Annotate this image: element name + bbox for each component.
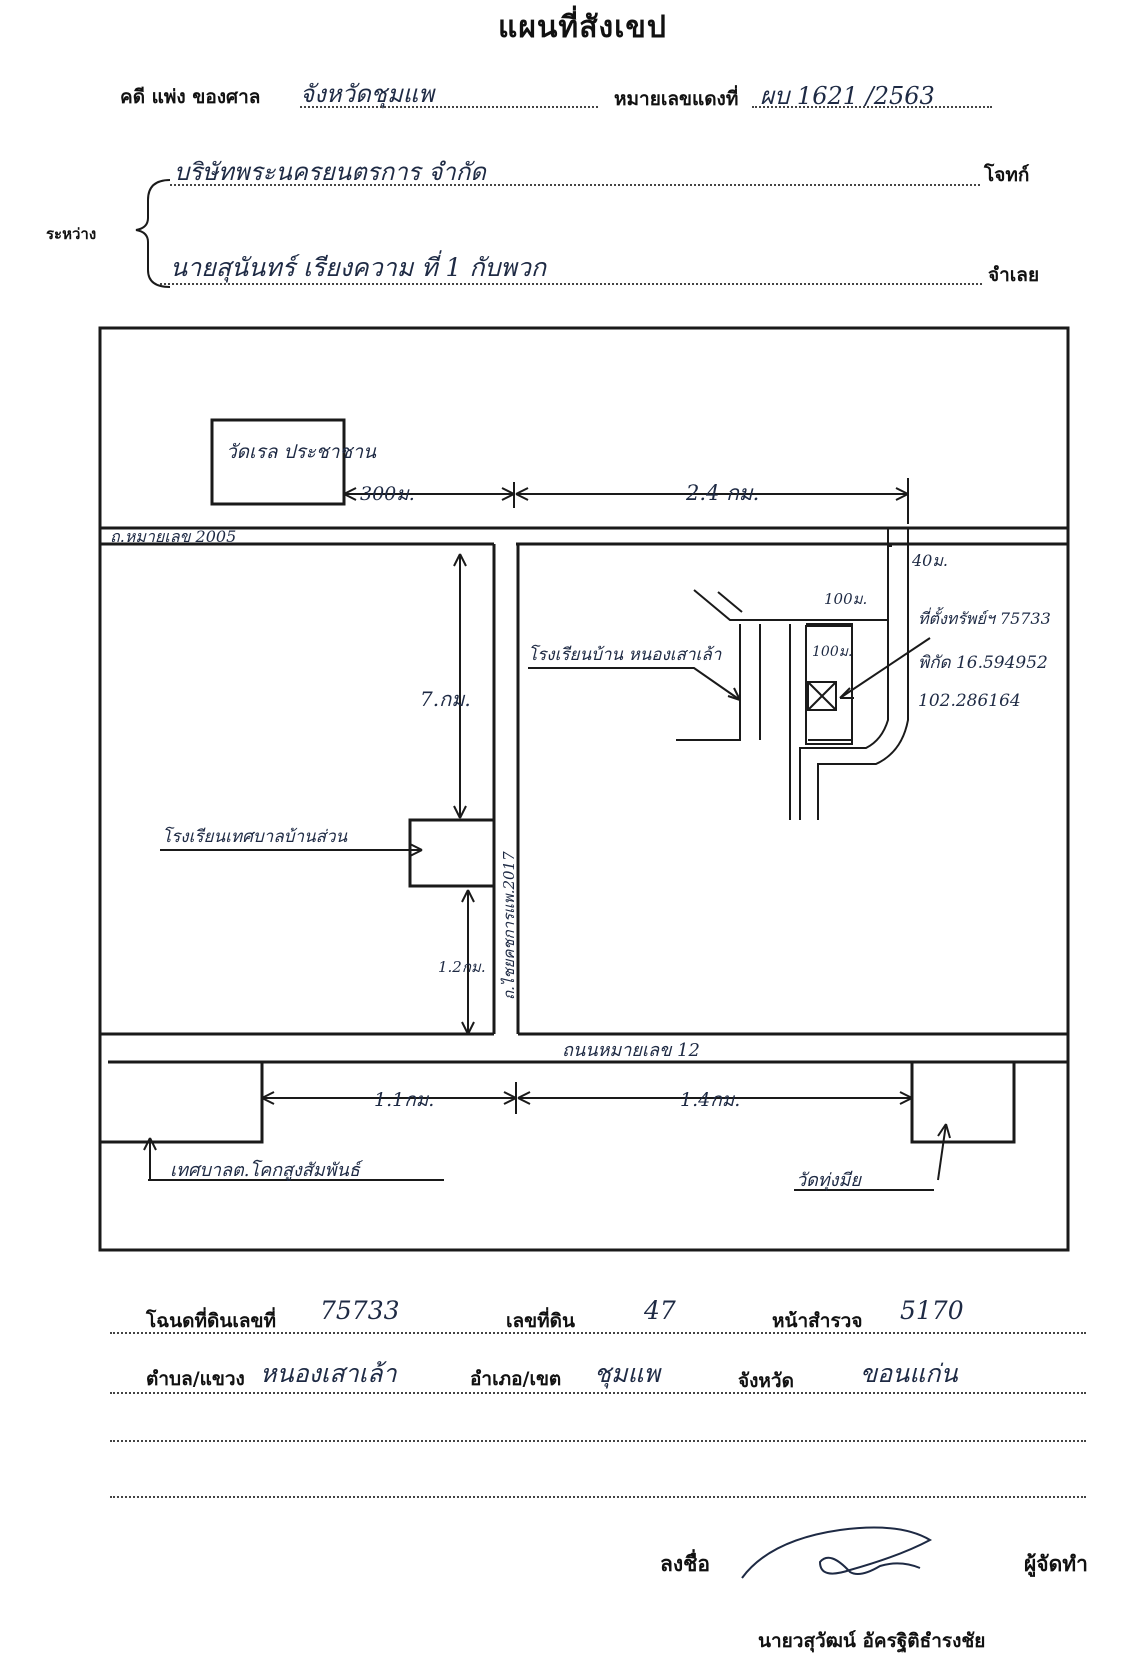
temple-bottom-label: วัดทุ่งมีย [796,1170,862,1191]
coord-lon-label: 102.286164 [918,691,1021,711]
subdistrict-label: ตำบล/แขวง [146,1368,245,1390]
map-frame [98,326,1070,1252]
blank-dotline-2 [110,1496,1086,1498]
district-name: ชุมแพ [594,1359,661,1388]
province-name: ขอนแก่น [860,1359,958,1388]
deed-label: โฉนดที่ดินเลขที่ [146,1310,276,1332]
property-plot [805,625,853,745]
red-number-dotline [752,106,992,108]
dim-100m-b-label: 100ม. [812,644,852,660]
address-dotline [110,1392,1086,1394]
author-name: นายวสุวัฒน์ อัครฐิติธำรงชัย [758,1630,986,1652]
temple-top-label: วัดเรล ประชาชาน [226,441,377,463]
court-dotline [300,106,598,108]
dim-7km-label: 7.กม. [420,687,471,711]
defendant-label: จำเลย [988,264,1040,286]
property-label: ที่ตั้งทรัพย์ฯ 75733 [918,607,1051,628]
author-label: ผู้จัดทำ [1024,1552,1088,1576]
local-road-right [799,528,889,820]
defendant-name: นายสุนันทร์ เรียงความ ที่ 1 กับพวก [170,253,547,282]
blank-dotline-1 [110,1440,1086,1442]
deed-dotline [110,1332,1086,1334]
local-road-top [693,589,888,621]
road-2005-label: ถ.หมายเลข 2005 [110,527,236,546]
sign-label: ลงชื่อ [660,1552,710,1576]
road-12-label: ถนนหมายเลข 12 [562,1040,700,1061]
province-label: จังหวัด [738,1370,794,1392]
page-title: แผนที่สังเขป [498,10,667,45]
survey-number: 5170 [900,1296,964,1325]
between-label: ระหว่าง [46,225,97,243]
dim-1-4km-label: 1.4กม. [680,1089,740,1111]
plaintiff-dotline [170,184,980,186]
land-label: เลขที่ดิน [506,1310,575,1332]
dim-300m-label: 300ม. [360,483,415,505]
land-number: 47 [644,1296,676,1325]
temple-top-box [210,418,346,506]
village-school-label: โรงเรียนบ้าน หนองเสาเล้า [528,644,722,665]
between-brace [135,179,171,288]
dim-100m-a-label: 100ม. [824,590,867,608]
plaintiff-label: โจทก์ [984,164,1030,186]
municipality-label: เทศบาลต.โคกสูงสัมพันธ์ [170,1159,364,1181]
coord-lat-label: พิกัด 16.594952 [918,653,1048,673]
plaintiff-name: บริษัทพระนครยนตรการ จำกัด [174,158,486,186]
road-2017-label: ถ.ไชยคชการแพ.2017 [500,851,518,1000]
district-label: อำเภอ/เขต [470,1368,562,1390]
defendant-dotline [160,283,982,285]
signature [741,1526,933,1579]
case-label: คดี แพ่ง ของศาล [120,86,261,108]
deed-number: 75733 [320,1296,400,1325]
court-name: จังหวัดชุมแพ [300,80,435,108]
subdistrict-name: หนองเสาเล้า [260,1359,397,1388]
dim-1-2km-label: 1.2กม. [438,958,486,976]
dim-2-4km-label: 2.4 กม. [685,481,759,505]
dim-40m-label: 40ม. [911,551,948,570]
red-number-label: หมายเลขแดงที่ [614,88,739,110]
municipality-box [100,1062,264,1144]
red-number: ผบ 1621 /2563 [760,82,935,110]
dim-1-1km-label: 1.1กม. [374,1089,434,1111]
municipal-school-box [408,818,496,888]
municipal-school-label: โรงเรียนเทศบาลบ้านส่วน [162,826,348,847]
temple-bottom-box [910,1062,1016,1144]
survey-label: หน้าสำรวจ [772,1310,863,1332]
property-marker [807,681,837,711]
